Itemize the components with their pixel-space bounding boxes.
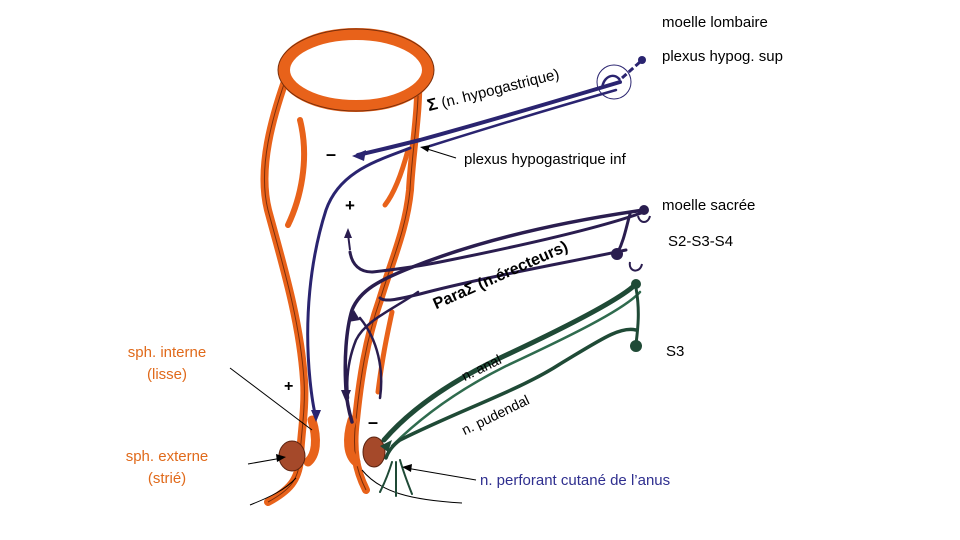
label-sph-externe-line1: sph. externe: [125, 448, 209, 465]
label-plus-bottom: +: [284, 378, 294, 395]
para-arrow-mid-head: [348, 310, 360, 322]
label-moelle-lombaire: moelle lombaire: [662, 14, 768, 31]
label-n-perforant: n. perforant cutané de l’anus: [480, 472, 671, 489]
label-s3: S3: [666, 343, 685, 360]
ganglion-loop: [600, 74, 621, 89]
label-sph-interne-line1: sph. interne: [127, 344, 207, 361]
parasympathetic-pathway: [341, 205, 651, 424]
rectum-right-wall-outline: [353, 69, 419, 491]
pointer-sph-interne: [229, 367, 313, 431]
rectum-opening-outline: [277, 28, 435, 112]
s3-node-top: [631, 279, 641, 289]
moelle-sacree-hook: [637, 215, 651, 223]
n-anal-path-2: [390, 290, 642, 448]
label-plexus-hypogastrique-inf: plexus hypogastrique inf: [464, 151, 626, 168]
s3-branch: [634, 286, 640, 346]
sympathetic-pathway: [306, 56, 646, 422]
label-sph-externe: sph. externe (strié): [112, 446, 222, 490]
skin-line-right: [361, 469, 463, 504]
internal-sphincter-right: [344, 415, 361, 467]
internal-sphincter-left: [303, 415, 320, 467]
pointer-plexus-inf-head: [420, 145, 430, 152]
sympathetic-descending: [306, 146, 412, 420]
para-nerve-to-sphincter: [358, 316, 383, 400]
para-nerve-upper: [348, 210, 646, 274]
skin-line-left: [249, 477, 297, 506]
label-s2-s3-s4: S2-S3-S4: [668, 233, 734, 250]
label-plexus-hypog-sup: plexus hypog. sup: [662, 48, 783, 65]
para-nerve-inner: [346, 290, 420, 400]
rectum-left-wall: [260, 58, 309, 506]
rectum-inner-fold: [285, 117, 308, 228]
label-minus-top: –: [326, 144, 337, 164]
somatic-pathway: [379, 279, 642, 497]
s2-node: [611, 248, 623, 260]
para-arrow-up-head: [344, 228, 352, 238]
moelle-lombaire-node: [638, 56, 646, 64]
pointer-perforant-head: [402, 464, 412, 472]
perforant-fibres: [379, 459, 413, 497]
rectum-lower-strand: [375, 309, 395, 395]
n-pudendal-path: [384, 327, 638, 460]
label-sph-interne-line2: (lisse): [147, 366, 187, 383]
somatic-arrow-head: [380, 440, 392, 452]
pointer-sph-externe-head: [276, 454, 286, 462]
moelle-sacree-node: [639, 205, 649, 215]
plexus-hypog-sup-ganglion: [596, 64, 632, 100]
label-plus-top: +: [345, 196, 355, 215]
hypogastric-arrow-head: [352, 150, 366, 161]
label-minus-bottom: –: [368, 412, 379, 432]
s3-node-bottom: [630, 340, 642, 352]
para-arrow-down-head: [341, 390, 351, 402]
rectum-opening: [278, 28, 434, 112]
s3-link-hook: [628, 261, 643, 272]
label-sph-interne: sph. interne (lisse): [112, 342, 222, 386]
external-sphincter-right: [362, 436, 386, 468]
rectum-right-strand: [382, 147, 411, 208]
sympathetic-arrow-bottom: [311, 410, 321, 422]
pointer-perforant: [405, 467, 477, 481]
hypogastric-nerve-2: [428, 88, 618, 148]
label-sph-externe-line2: (strié): [147, 470, 187, 487]
pointer-plexus-inf: [423, 147, 457, 159]
ganglion-link: [621, 60, 641, 80]
label-moelle-sacree: moelle sacrée: [662, 197, 756, 214]
para-nerve-lower: [378, 248, 628, 302]
hypogastric-nerve: [356, 80, 622, 157]
external-sphincter-left: [278, 440, 306, 472]
pointer-sph-externe: [247, 457, 283, 465]
n-anal-path: [381, 281, 639, 443]
